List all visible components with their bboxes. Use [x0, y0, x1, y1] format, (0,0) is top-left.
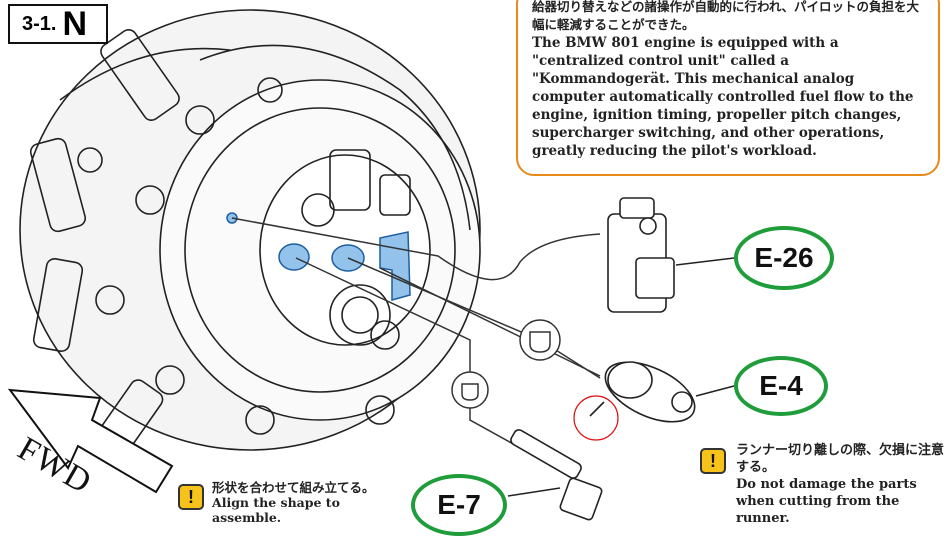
warning-icon: ! [700, 448, 726, 474]
part-e26-drawing [607, 197, 735, 313]
warning-align-text: 形状を合わせて組み立てる。 Align the shape to assembl… [212, 480, 392, 525]
part-label-e7: E-7 [411, 474, 507, 536]
part-e7-drawing [507, 429, 603, 521]
description-note: 給器切り替えなどの諸操作が自動的に行われ、パイロットの負担を大幅に軽減することが… [516, 0, 940, 176]
warning-runner-en: Do not damage the parts when cutting fro… [736, 477, 917, 526]
step-badge: 3-1. N [8, 4, 108, 44]
warning-icon: ! [178, 484, 204, 510]
note-english: The BMW 801 engine is equipped with a "c… [532, 35, 914, 159]
note-japanese: 給器切り替えなどの諸操作が自動的に行われ、パイロットの負担を大幅に軽減することが… [532, 0, 920, 32]
part-label-e4: E-4 [734, 356, 828, 416]
warning-align-en: Align the shape to assemble. [212, 495, 340, 525]
step-number: 3-1. [22, 12, 57, 35]
fwd-arrow [7, 388, 174, 494]
warning-runner-text: ランナー切り離しの際、欠損に注意する。 Do not damage the pa… [736, 442, 946, 527]
warning-align-jp: 形状を合わせて組み立てる。 [212, 480, 375, 495]
step-letter: N [62, 4, 88, 43]
part-e4-drawing [604, 361, 735, 423]
shape-symbols [451, 319, 561, 409]
runner-gate-marker [573, 395, 619, 441]
engine-drawing [19, 9, 481, 461]
warning-runner-jp: ランナー切り離しの際、欠損に注意する。 [736, 443, 945, 475]
part-label-e26: E-26 [734, 226, 834, 290]
